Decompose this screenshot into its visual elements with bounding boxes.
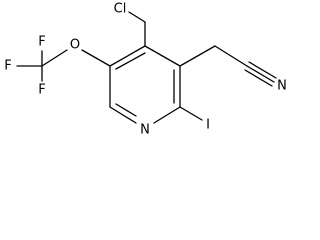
bond-c5-o <box>81 49 111 67</box>
pyridine-nitrogen-atom: N <box>140 123 150 138</box>
bond-ch2-cn <box>214 45 248 67</box>
bond-ch2-cl <box>128 11 146 23</box>
trifluoromethoxy-group: O F F F <box>4 35 111 98</box>
bond-c5-c4 <box>109 45 146 67</box>
chloromethyl-group: Cl <box>114 2 146 47</box>
fluorine-atom-bottom: F <box>38 83 45 98</box>
fluorine-atom-left: F <box>4 59 11 74</box>
bond-n1-c6 <box>109 106 137 124</box>
bond-c2-n1 <box>153 106 181 124</box>
bond-c4-c3 <box>144 45 181 67</box>
bond-c2-i <box>179 106 203 121</box>
bond-c3-ch2 <box>179 45 216 67</box>
bond-o-cf3 <box>41 49 68 67</box>
bond-nitrile-triple-2 <box>248 61 277 79</box>
chlorine-atom: Cl <box>114 2 127 17</box>
chemical-structure: Cl O F F F N I N <box>4 2 287 138</box>
pyridine-ring <box>109 45 181 124</box>
nitrile-nitrogen-atom: N <box>277 79 287 94</box>
bond-c5-c4-inner <box>115 52 146 70</box>
oxygen-atom: O <box>70 38 80 53</box>
bond-n1-c6-inner <box>115 103 137 117</box>
cyanomethyl-group: N <box>179 45 287 94</box>
iodine-atom: I <box>206 118 210 133</box>
iodo-group: I <box>179 106 210 133</box>
bond-nitrile-triple-3 <box>244 69 273 87</box>
fluorine-atom-top: F <box>38 35 45 50</box>
bond-nitrile-triple-1 <box>246 65 275 83</box>
